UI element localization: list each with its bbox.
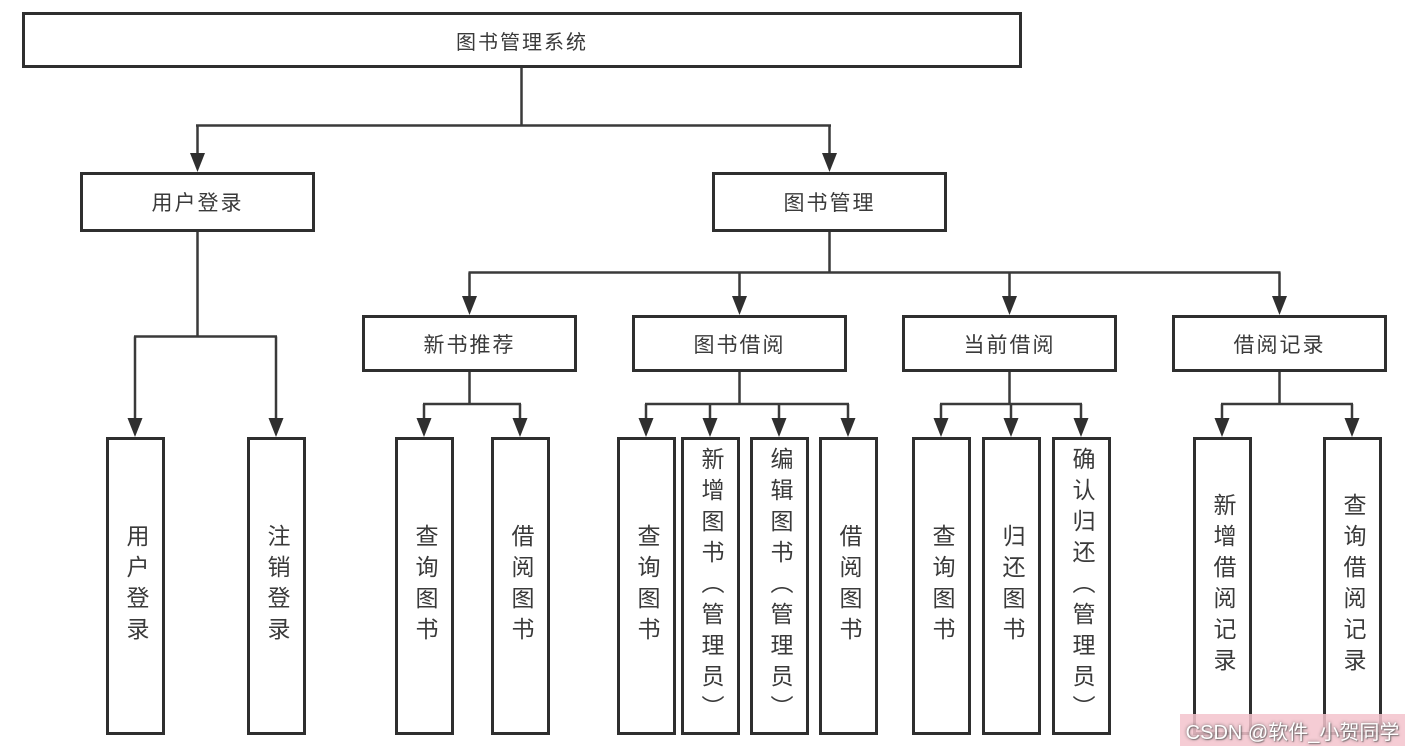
leaf-label: 新增图书（管理员） (698, 446, 724, 726)
node-label: 借阅记录 (1233, 333, 1326, 357)
leaf-query-borrow-record: 查询借阅记录 (1323, 437, 1382, 735)
arrowhead-icon (512, 418, 528, 437)
arrowhead-icon (1272, 296, 1287, 315)
arrowhead-icon (1002, 296, 1017, 315)
edge-new-book-rec-to-leaves (416, 372, 528, 437)
arrowhead-icon (933, 418, 949, 437)
arrowhead-icon (702, 418, 718, 437)
leaf-label: 确认归还（管理员） (1069, 446, 1095, 726)
node-book-borrow: 图书借阅 (632, 315, 847, 372)
node-user-login: 用户登录 (80, 172, 315, 232)
leaf-label: 归还图书 (999, 524, 1025, 648)
leaf-query-book-2: 查询图书 (617, 437, 676, 735)
leaf-user-login: 用户登录 (106, 437, 165, 735)
leaf-add-borrow-record: 新增借阅记录 (1193, 437, 1252, 735)
node-label: 新书推荐 (423, 333, 516, 357)
leaf-return-book: 归还图书 (982, 437, 1041, 735)
arrowhead-icon (840, 418, 856, 437)
node-label: 用户登录 (151, 192, 244, 215)
node-label: 图书借阅 (693, 333, 786, 357)
leaf-label: 编辑图书（管理员） (767, 446, 793, 726)
leaf-label: 查询图书 (929, 524, 955, 648)
arrowhead-icon (1214, 418, 1230, 437)
arrowhead-icon (127, 418, 143, 437)
node-root: 图书管理系统 (22, 12, 1022, 68)
arrowhead-icon (1003, 418, 1019, 437)
arrowhead-icon (732, 296, 747, 315)
leaf-edit-book-admin: 编辑图书（管理员） (750, 437, 809, 735)
leaf-label: 借阅图书 (836, 524, 862, 648)
edge-user-login-to-leaves (127, 232, 284, 437)
node-new-book-rec: 新书推荐 (362, 315, 577, 372)
edge-root-to-level2 (190, 68, 837, 172)
node-borrow-record: 借阅记录 (1172, 315, 1387, 372)
edge-book-mgmt-to-level3 (462, 232, 1287, 315)
leaf-label: 查询借阅记录 (1340, 493, 1366, 679)
arrowhead-icon (190, 153, 205, 172)
arrowhead-icon (638, 418, 654, 437)
arrowhead-icon (462, 296, 477, 315)
arrowhead-icon (416, 418, 432, 437)
leaf-confirm-return-admin: 确认归还（管理员） (1052, 437, 1111, 735)
leaf-label: 新增借阅记录 (1210, 493, 1236, 679)
leaf-query-book-1: 查询图书 (395, 437, 454, 735)
watermark-text: CSDN @软件_小贺同学 (1185, 721, 1400, 744)
leaf-label: 注销登录 (264, 524, 290, 648)
leaf-add-book-admin: 新增图书（管理员） (681, 437, 740, 735)
leaf-label: 借阅图书 (508, 524, 534, 648)
node-book-mgmt: 图书管理 (712, 172, 947, 232)
leaf-label: 用户登录 (123, 524, 149, 648)
arrowhead-icon (1073, 418, 1089, 437)
arrowhead-icon (268, 418, 284, 437)
node-current-borrow: 当前借阅 (902, 315, 1117, 372)
leaf-query-book-3: 查询图书 (912, 437, 971, 735)
node-root-label: 图书管理系统 (456, 31, 588, 54)
csdn-watermark: CSDN @软件_小贺同学 (1180, 714, 1405, 746)
leaf-borrow-book-2: 借阅图书 (819, 437, 878, 735)
leaf-logout: 注销登录 (247, 437, 306, 735)
edge-current-borrow-to-leaves (933, 372, 1089, 437)
arrowhead-icon (822, 153, 837, 172)
node-label: 图书管理 (783, 192, 876, 215)
arrowhead-icon (1344, 418, 1360, 437)
leaf-label: 查询图书 (634, 524, 660, 648)
leaf-label: 查询图书 (412, 524, 438, 648)
arrowhead-icon (771, 418, 787, 437)
node-label: 当前借阅 (963, 333, 1056, 357)
edge-borrow-record-to-leaves (1214, 372, 1360, 437)
leaf-borrow-book-1: 借阅图书 (491, 437, 550, 735)
edge-book-borrow-to-leaves (638, 372, 856, 437)
